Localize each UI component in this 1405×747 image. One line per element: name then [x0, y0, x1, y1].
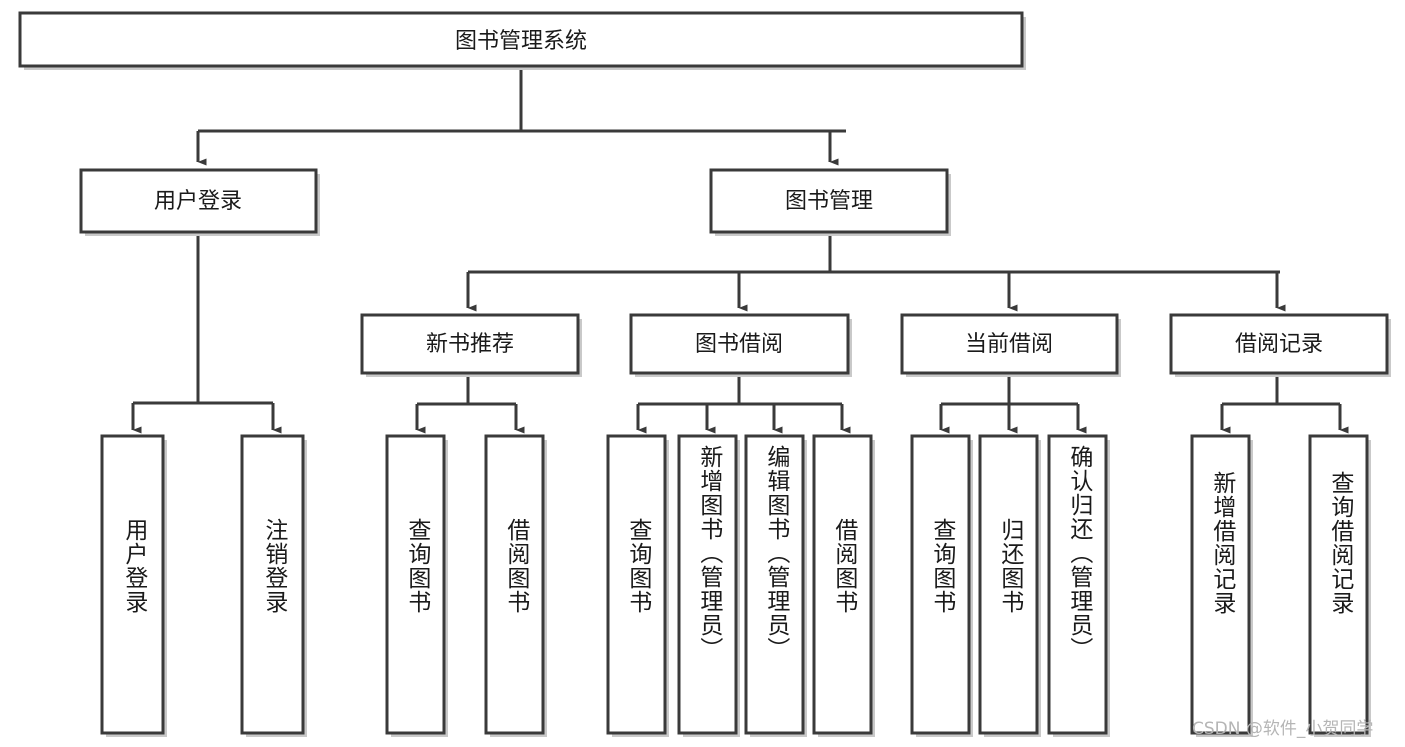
connector-root-to-level2 — [196, 66, 846, 166]
node-user-login[interactable]: 用户登录 — [79, 168, 320, 236]
connector-userlogin-to-leaves — [131, 233, 282, 434]
node-book-borrow-label: 图书借阅 — [695, 332, 783, 357]
connector-bookmanage-to-level3 — [466, 233, 1286, 312]
node-user-login-label: 用户登录 — [154, 189, 242, 214]
node-leaf-borrow-book-1[interactable] — [484, 434, 547, 737]
node-borrow-record[interactable]: 借阅记录 — [1169, 313, 1391, 377]
node-leaf-confirm-return[interactable] — [1047, 434, 1110, 737]
node-leaf-edit-book[interactable] — [744, 434, 807, 737]
node-borrow-record-label: 借阅记录 — [1235, 332, 1323, 357]
node-leaf-return-book[interactable] — [978, 434, 1041, 737]
node-current-borrow-label: 当前借阅 — [965, 332, 1053, 357]
node-book-borrow[interactable]: 图书借阅 — [629, 313, 852, 377]
node-root[interactable]: 图书管理系统 — [18, 11, 1026, 70]
node-leaf-query-book-1[interactable] — [385, 434, 448, 737]
node-new-book-rec-label: 新书推荐 — [426, 332, 514, 357]
node-new-book-rec[interactable]: 新书推荐 — [360, 313, 582, 377]
node-current-borrow[interactable]: 当前借阅 — [900, 313, 1121, 377]
node-root-label: 图书管理系统 — [455, 29, 587, 54]
node-leaf-add-book[interactable] — [677, 434, 740, 737]
node-leaf-logout[interactable] — [240, 434, 307, 737]
connector-borrowrecord-to-leaves — [1220, 375, 1349, 434]
node-leaf-query-record[interactable] — [1308, 434, 1371, 737]
node-leaf-add-record[interactable] — [1190, 434, 1253, 737]
connector-newbook-to-leaves — [415, 375, 525, 434]
node-leaf-borrow-book-2[interactable] — [812, 434, 875, 737]
connector-currentborrow-to-leaves — [939, 375, 1087, 434]
connector-bookborrow-to-leaves — [636, 375, 851, 434]
node-book-manage-label: 图书管理 — [785, 189, 873, 214]
node-leaf-query-book-2[interactable] — [606, 434, 669, 737]
csdn-watermark: CSDN @软件_小贺同学 — [1192, 719, 1374, 739]
node-leaf-user-login[interactable] — [100, 434, 167, 737]
node-book-manage[interactable]: 图书管理 — [709, 168, 951, 236]
node-leaf-query-book-3[interactable] — [910, 434, 973, 737]
